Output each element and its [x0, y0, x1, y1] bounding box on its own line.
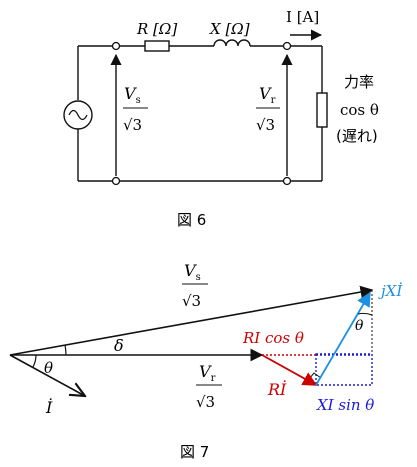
label-I: I [A]	[286, 8, 319, 26]
svg-text:√3: √3	[123, 116, 142, 134]
theta-right-label: θ	[355, 318, 364, 334]
ri-phasor	[261, 354, 318, 386]
vs-phasor	[9, 285, 374, 356]
terminal-bottom-right	[282, 176, 292, 186]
xisin-box	[315, 353, 373, 386]
delta-label: δ	[114, 336, 124, 355]
vr-fraction: Vr √3	[256, 84, 280, 134]
jxi-label: jXİ	[378, 282, 403, 300]
svg-text:Vs: Vs	[184, 261, 201, 283]
xisin-label: XI sin θ	[316, 396, 374, 414]
caption-fig7: 図 7	[180, 443, 209, 461]
terminal-top-right	[282, 41, 292, 51]
resistor-R	[144, 40, 170, 52]
fig7-vr-fraction: Vr √3	[196, 362, 222, 411]
caption-fig6: 図 6	[177, 211, 206, 229]
vs-fraction: Vs √3	[123, 84, 148, 134]
ri-label: Rİ	[267, 379, 287, 399]
terminal-top-left	[111, 41, 121, 51]
theta-arc	[32, 354, 37, 368]
sine-wave-icon	[68, 109, 88, 121]
jxi-phasor	[315, 291, 371, 386]
svg-text:√3: √3	[256, 116, 275, 134]
circuit-diagram	[63, 29, 328, 186]
delta-arc	[64, 344, 67, 356]
ri-cos-label: RI cos θ	[242, 329, 304, 347]
svg-text:Vr: Vr	[199, 362, 216, 384]
label-R: R [Ω]	[136, 20, 177, 38]
current-phasor	[9, 354, 85, 396]
svg-text:Vr: Vr	[259, 84, 276, 106]
terminal-bottom-left	[111, 176, 121, 186]
svg-text:√3: √3	[196, 393, 215, 411]
fig7-vs-fraction: Vs √3	[182, 261, 208, 310]
load-resistor	[316, 92, 328, 128]
svg-text:Vs: Vs	[124, 84, 141, 106]
current-label: İ	[45, 397, 53, 417]
power-factor-label: 力率	[344, 73, 374, 91]
power-factor-cos: cos θ	[340, 101, 379, 119]
theta-arc-right	[357, 312, 373, 316]
power-factor-lagging: (遅れ)	[336, 127, 378, 145]
svg-text:√3: √3	[182, 292, 201, 310]
theta-label: θ	[44, 359, 53, 377]
label-X: X [Ω]	[209, 20, 250, 38]
phasor-diagram	[9, 285, 374, 396]
inductor-X	[213, 39, 251, 47]
